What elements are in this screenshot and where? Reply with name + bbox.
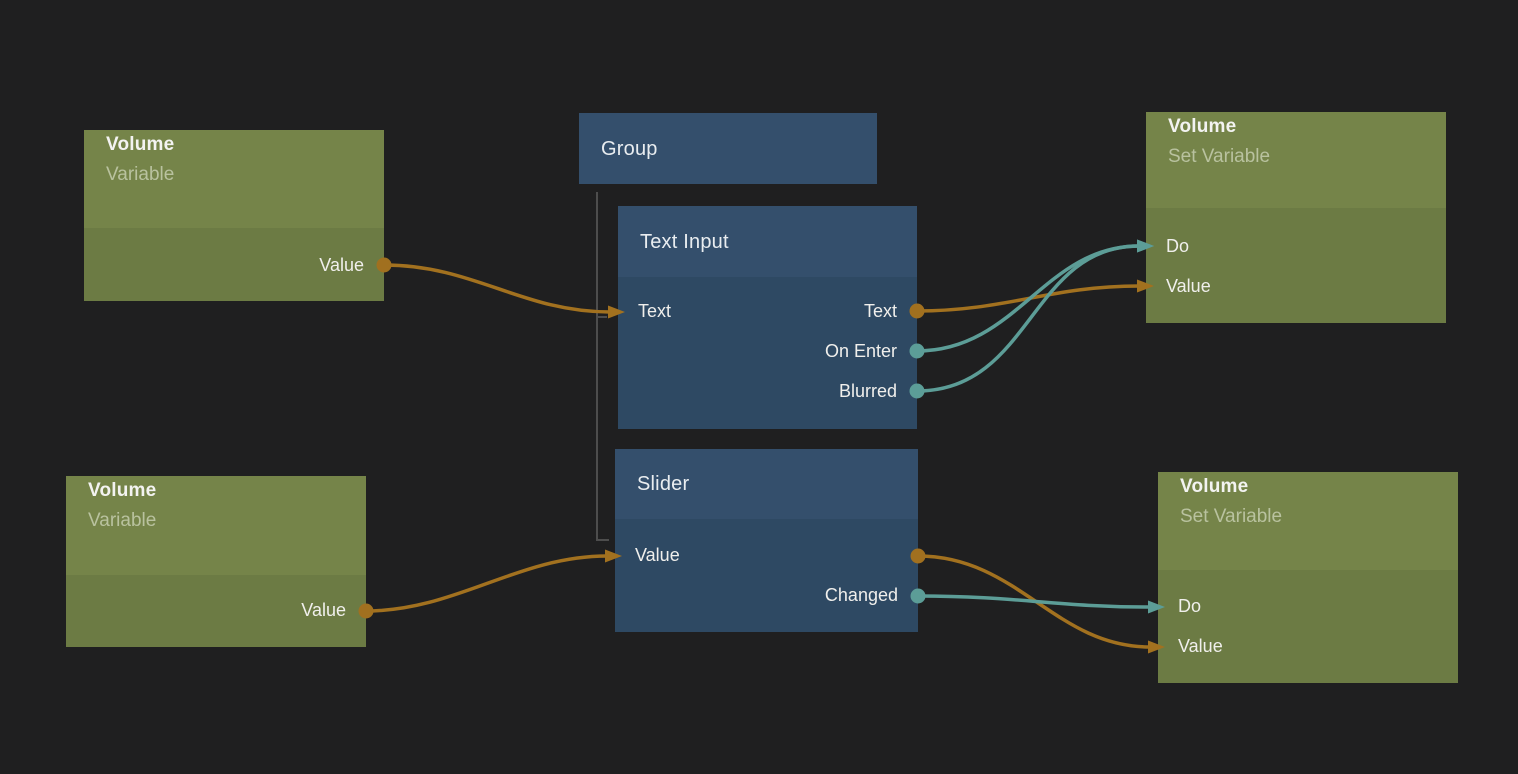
node-subtitle: Set Variable bbox=[1168, 146, 1271, 167]
port-label-text-output: Text bbox=[863, 300, 897, 321]
node-variable-volume-bottom[interactable]: Volume Variable Value bbox=[66, 476, 366, 647]
port-row-value-output[interactable]: Value bbox=[84, 245, 384, 285]
node-title: Text Input bbox=[640, 230, 729, 253]
node-body: Value Changed bbox=[615, 519, 918, 632]
port-label-do: Do bbox=[1166, 235, 1190, 256]
node-header[interactable]: Volume Variable bbox=[84, 130, 384, 228]
node-header[interactable]: Volume Set Variable bbox=[1146, 112, 1446, 208]
node-header[interactable]: Group bbox=[579, 113, 877, 184]
port-label-do: Do bbox=[1178, 595, 1202, 616]
node-variable-volume-top[interactable]: Volume Variable Value bbox=[84, 130, 384, 301]
port-row-changed[interactable]: Changed bbox=[615, 575, 918, 615]
node-subtitle: Set Variable bbox=[1180, 506, 1283, 527]
node-header[interactable]: Slider bbox=[615, 449, 918, 519]
node-title: Group bbox=[601, 137, 658, 160]
port-label-on-enter: On Enter bbox=[824, 340, 897, 361]
wire-textinput-onenter-to-setvariabletop-do[interactable] bbox=[909, 239, 1155, 359]
port-label-text-input: Text bbox=[638, 300, 672, 321]
node-title: Volume bbox=[106, 134, 175, 155]
wire-slider-value-to-setvariablebottom-value[interactable] bbox=[910, 548, 1166, 654]
wire-textinput-text-to-setvariabletop-value[interactable] bbox=[909, 279, 1155, 319]
node-body: Value bbox=[84, 228, 384, 301]
port-label-blurred: Blurred bbox=[838, 380, 897, 401]
wire-textinput-blurred-to-setvariabletop-do[interactable] bbox=[909, 239, 1155, 399]
node-set-variable-volume-top[interactable]: Volume Set Variable Do Value bbox=[1146, 112, 1446, 323]
node-title: Slider bbox=[637, 473, 690, 495]
port-row-on-enter[interactable]: On Enter bbox=[618, 331, 917, 371]
wire-slider-changed-to-setvariablebottom-do[interactable] bbox=[910, 588, 1166, 614]
wire-variabletop-value-to-textinput-text[interactable] bbox=[376, 257, 626, 319]
port-row-value[interactable]: Value bbox=[1146, 266, 1446, 306]
node-body: Value bbox=[66, 575, 366, 647]
node-header[interactable]: Volume Set Variable bbox=[1158, 472, 1458, 570]
port-row-blurred[interactable]: Blurred bbox=[618, 371, 917, 411]
node-title: Volume bbox=[1180, 476, 1249, 497]
port-label-changed: Changed bbox=[824, 584, 898, 605]
node-body: Do Value bbox=[1158, 570, 1458, 683]
port-label-value: Value bbox=[1166, 275, 1211, 296]
group-child-link bbox=[596, 192, 609, 541]
port-label: Value bbox=[319, 254, 364, 275]
node-group[interactable]: Group bbox=[579, 113, 877, 184]
node-slider[interactable]: Slider Value Changed bbox=[615, 449, 918, 632]
node-header[interactable]: Volume Variable bbox=[66, 476, 366, 575]
node-subtitle: Variable bbox=[106, 164, 175, 185]
port-row-value-output[interactable]: Value bbox=[66, 590, 366, 630]
port-row-value[interactable]: Value bbox=[615, 535, 918, 575]
port-row-value[interactable]: Value bbox=[1158, 626, 1458, 666]
node-title: Volume bbox=[1168, 116, 1237, 137]
node-body: Text Text On Enter Blurred bbox=[618, 277, 917, 429]
node-set-variable-volume-bottom[interactable]: Volume Set Variable Do Value bbox=[1158, 472, 1458, 683]
port-label-value: Value bbox=[635, 544, 680, 565]
wire-variablebottom-value-to-slider-value[interactable] bbox=[358, 549, 623, 619]
node-header[interactable]: Text Input bbox=[618, 206, 917, 277]
port-row-do[interactable]: Do bbox=[1158, 586, 1458, 626]
node-subtitle: Variable bbox=[88, 510, 157, 531]
node-text-input[interactable]: Text Input Text Text On Enter Blurred bbox=[618, 206, 917, 429]
port-label: Value bbox=[301, 599, 346, 620]
port-label-value: Value bbox=[1178, 635, 1223, 656]
port-row-do[interactable]: Do bbox=[1146, 226, 1446, 266]
node-body: Do Value bbox=[1146, 208, 1446, 323]
port-row-text[interactable]: Text Text bbox=[618, 291, 917, 331]
node-title: Volume bbox=[88, 480, 157, 501]
